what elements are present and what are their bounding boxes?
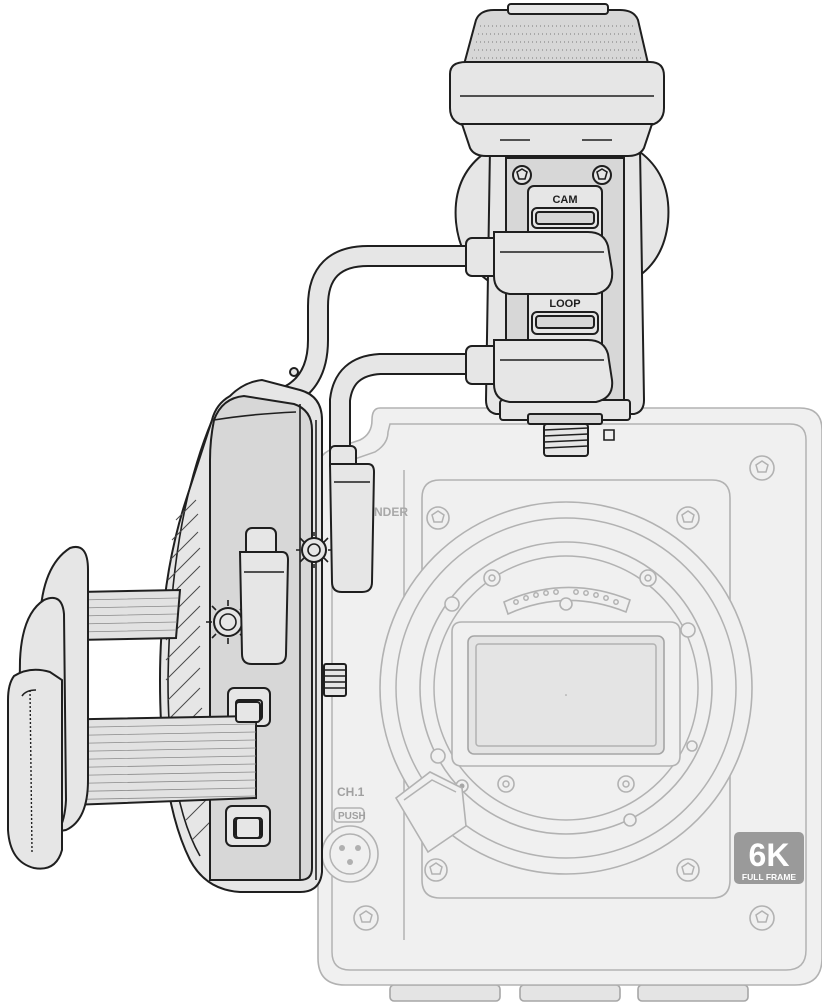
body-corner-screw [353,905,379,931]
lens-mount-inner-ring [433,555,699,821]
sensor-active-area [475,643,657,747]
cam-port-inner [535,211,595,225]
plate-screw [676,858,700,882]
mount-screw [686,740,698,752]
badge-full-frame-text: FULL FRAME [742,872,796,882]
contact-screw [559,597,573,611]
mic-top-cap [507,3,609,15]
camera-body: NDER [317,407,822,1002]
mic-grille-mesh [470,25,644,67]
contact-pins [513,589,619,605]
plate-screw [676,506,700,530]
small-indicator [603,429,615,441]
mic-underside [460,123,654,157]
mounting-screw-thread [543,423,589,457]
mount-screw [497,775,515,793]
viewfinder-cable-plug[interactable] [238,527,290,665]
lens-release-lever[interactable] [394,771,467,854]
ch1-label: CH.1 [337,785,365,799]
body-corner-screw [749,455,775,481]
lever-edge [403,779,457,801]
strap-buckle [235,817,261,839]
cam-label: CAM [552,194,577,206]
camera-foot [637,984,749,1002]
camera-foot [519,984,621,1002]
mount-screw [483,569,501,587]
eyecup-front-lip [29,689,33,853]
housing-screw [289,367,299,377]
mount-screw [430,748,446,764]
plate-screw [424,858,448,882]
mount-top-screw [512,165,532,185]
top-microphone-unit [449,3,665,157]
push-label: PUSH [338,811,366,822]
eyecup-front-edge [21,689,37,697]
mount-screw [617,775,635,793]
mic-housing [449,61,665,127]
strap-buckle [235,701,261,723]
viewfinder-mount: CAM LOOP [454,147,670,457]
camera-body-bevel [331,423,807,971]
body-corner-screw [749,905,775,931]
lock-knob[interactable] [296,532,332,568]
push-tab[interactable] [333,807,365,823]
loop-plug[interactable] [465,339,614,403]
mount-screw [680,622,696,638]
panel-top-edge [213,411,297,421]
upper-strap-texture [76,597,179,633]
camera-foot [389,984,501,1002]
viewfinder-rear-hatch [167,419,213,857]
badge-6k-text: 6K [749,837,790,873]
side-viewfinder [158,367,347,893]
eyecup-front [7,668,63,870]
mount-screw [444,596,460,612]
mount-base-lip [527,413,603,425]
finder-label: NDER [374,505,408,519]
mount-top-screw [592,165,612,185]
loop-port-inner [535,315,595,329]
lower-strap-texture [41,723,257,801]
threaded-stud [323,663,347,697]
eyecup-assembly [7,546,261,870]
mount-screw [623,813,637,827]
side-plug[interactable] [328,445,376,593]
6k-full-frame-badge: 6K FULL FRAME [734,832,804,884]
plate-screw [426,506,450,530]
lens-mount-ring [395,517,737,859]
cam-plug[interactable] [465,231,614,295]
loop-label: LOOP [549,298,580,310]
xlr-input-connector[interactable] [321,825,379,883]
sensor-center [565,694,567,696]
mount-screw [639,569,657,587]
